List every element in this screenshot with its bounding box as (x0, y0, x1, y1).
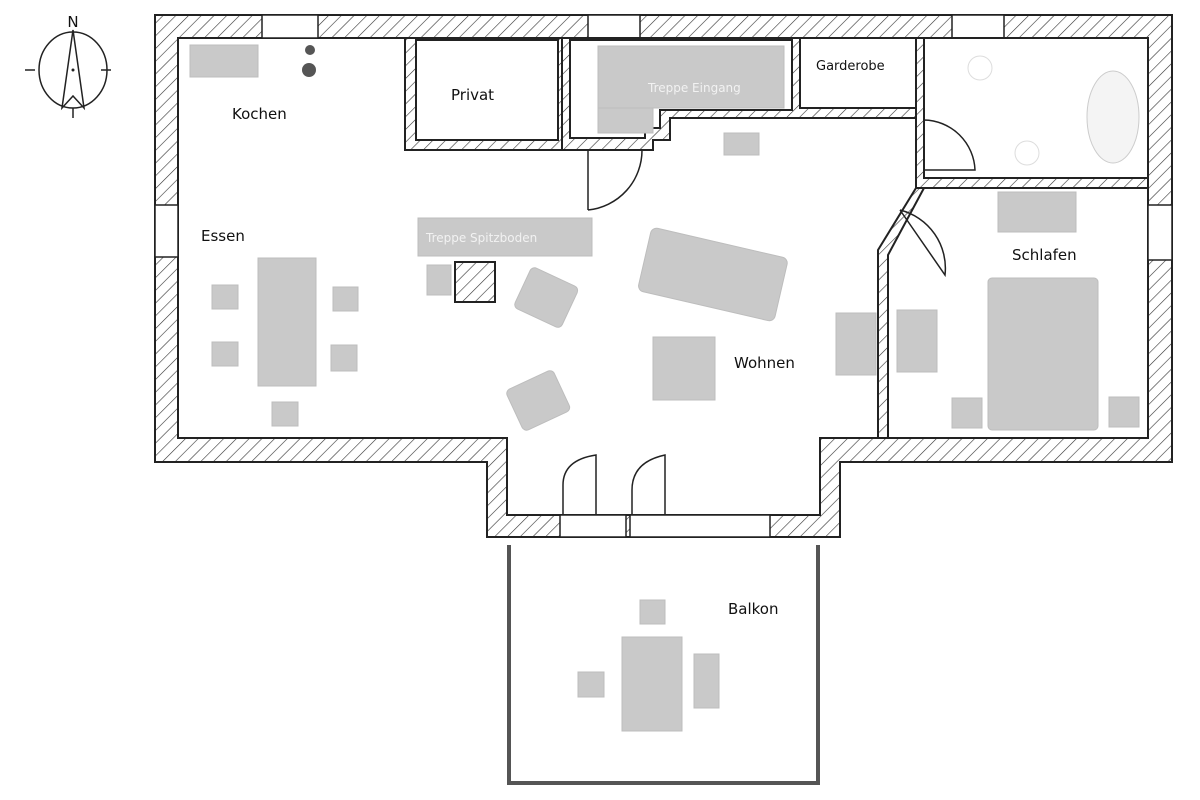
toilet (1014, 140, 1040, 166)
armchair (506, 370, 571, 431)
bed (987, 277, 1099, 431)
entrance-door[interactable] (587, 149, 643, 211)
stove-icon (305, 45, 315, 55)
balcony-table (621, 636, 683, 732)
garderobe-room (799, 37, 917, 109)
north-compass-icon (25, 29, 111, 118)
dining-table (257, 257, 317, 387)
room-label-privat: Privat (451, 86, 494, 104)
bedroom-wall (877, 187, 926, 439)
room-label-garderobe: Garderobe (816, 59, 885, 74)
sofa (638, 227, 788, 322)
coffee-table (652, 336, 716, 401)
room-label-schlafen: Schlafen (1012, 246, 1077, 264)
kitchen-counter (189, 44, 259, 78)
bathtub (1086, 70, 1140, 164)
room-label-treppe-spitzboden: Treppe Spitzboden (425, 231, 537, 245)
furniture (189, 44, 1140, 732)
doors (562, 119, 976, 515)
compass-north-label: N (67, 13, 78, 31)
stair-attic (417, 217, 593, 257)
stair-entrance (597, 45, 785, 109)
room-label-essen: Essen (201, 227, 245, 245)
balcony-railing (507, 545, 820, 785)
windows (154, 14, 1173, 538)
armchair (514, 267, 579, 328)
room-label-kochen: Kochen (232, 105, 287, 123)
sink (967, 55, 993, 81)
balcony-door-right[interactable] (631, 454, 666, 515)
room-label-balkon: Balkon (728, 600, 779, 618)
balcony-door-left[interactable] (562, 454, 597, 515)
room-label-wohnen: Wohnen (734, 354, 795, 372)
room-label-treppe-eingang: Treppe Eingang (647, 81, 741, 95)
